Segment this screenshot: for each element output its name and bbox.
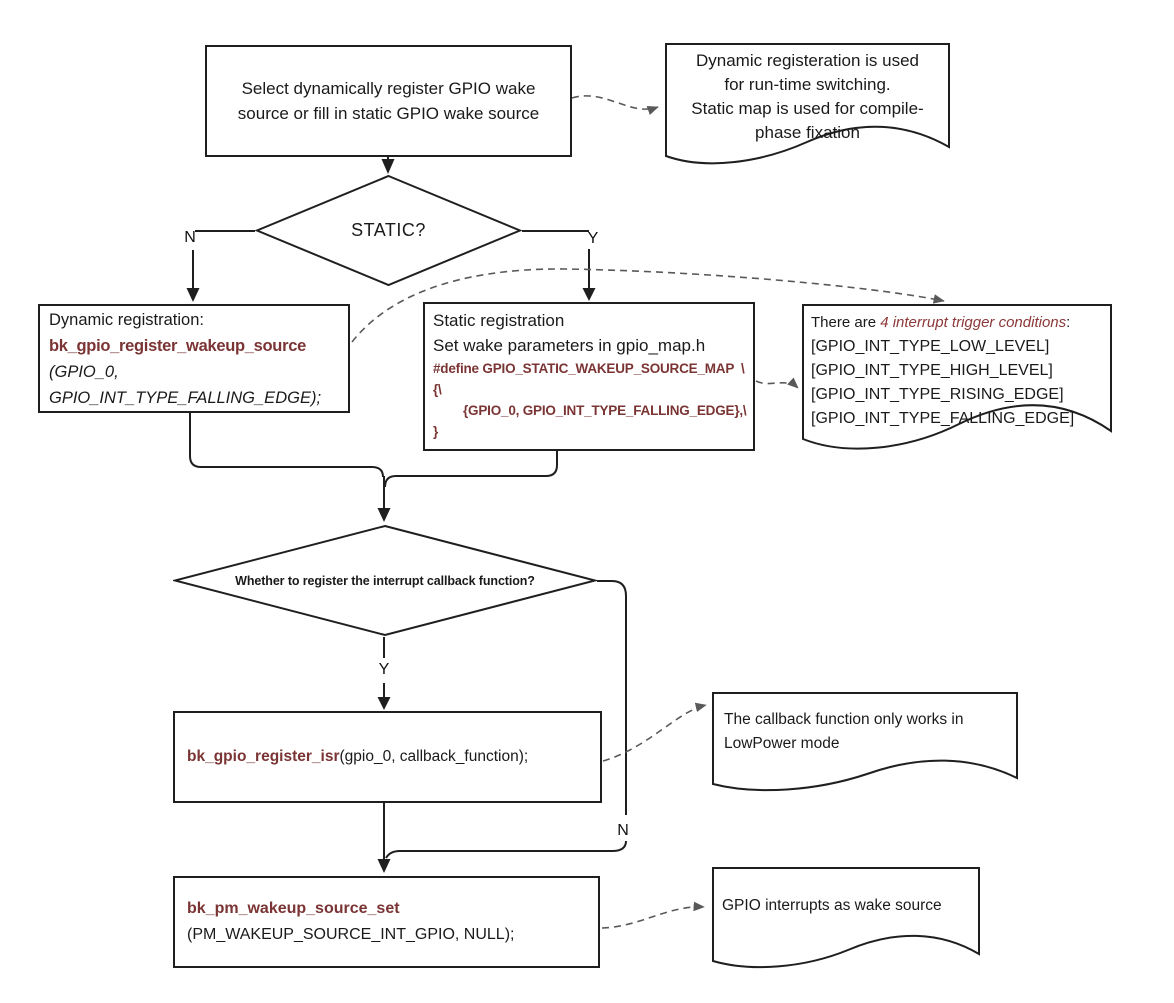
pm-args: (PM_WAKEUP_SOURCE_INT_GPIO, NULL); bbox=[187, 926, 515, 943]
isr-function: bk_gpio_register_isr bbox=[187, 748, 340, 765]
solid-flow-lines bbox=[189, 157, 627, 859]
decision-static-label: STATIC? bbox=[351, 220, 426, 240]
trigger-emphasis: 4 interrupt trigger conditions bbox=[880, 314, 1067, 331]
static-box-title: Static registration bbox=[433, 311, 565, 330]
note-trigger-text: There are 4 interrupt trigger conditions… bbox=[811, 311, 1112, 431]
static-box-code-line: {\ bbox=[433, 382, 442, 397]
dynamic-box-arg1: (GPIO_0, bbox=[49, 362, 119, 381]
static-registration-box: Static registration Set wake parameters … bbox=[423, 302, 755, 451]
pm-function: bk_pm_wakeup_source_set bbox=[187, 900, 400, 917]
dynamic-box-title: Dynamic registration: bbox=[49, 310, 204, 329]
trigger-item: [GPIO_INT_TYPE_FALLING_EDGE] bbox=[811, 410, 1075, 427]
trigger-item: [GPIO_INT_TYPE_HIGH_LEVEL] bbox=[811, 362, 1053, 379]
trigger-item: [GPIO_INT_TYPE_RISING_EDGE] bbox=[811, 386, 1064, 403]
decision-callback: Whether to register the interrupt callba… bbox=[173, 524, 597, 637]
document-shape bbox=[712, 692, 1018, 792]
decision-callback-label: Whether to register the interrupt callba… bbox=[235, 573, 535, 588]
note-wake-text: GPIO interrupts as wake source bbox=[722, 897, 942, 914]
isr-args: (gpio_0, callback_function); bbox=[339, 748, 529, 765]
note-callback-text: The callback function only works in LowP… bbox=[724, 711, 964, 752]
note-trigger-conditions: There are 4 interrupt trigger conditions… bbox=[802, 304, 1112, 469]
decision-static: STATIC? bbox=[255, 174, 522, 287]
solid-arrowheads bbox=[186, 159, 596, 873]
note-line: Dynamic registeration is used bbox=[696, 51, 919, 70]
document-shape bbox=[802, 304, 1112, 450]
note-line: Static map is used for compile- bbox=[691, 99, 924, 118]
edge-label-callback-no: N bbox=[617, 822, 629, 839]
edge-label-static-no: N bbox=[184, 229, 196, 246]
note-wake-source: GPIO interrupts as wake source bbox=[712, 867, 980, 980]
trigger-prefix: There are bbox=[811, 314, 881, 331]
document-shape bbox=[665, 43, 950, 165]
note-callback-lowpower: The callback function only works in LowP… bbox=[712, 692, 1018, 804]
trigger-suffix: : bbox=[1066, 314, 1071, 331]
dynamic-box-function: bk_gpio_register_wakeup_source bbox=[49, 336, 306, 355]
register-isr-box: bk_gpio_register_isr(gpio_0, callback_fu… bbox=[173, 711, 602, 803]
note-line: for run-time switching. bbox=[724, 75, 891, 94]
static-box-code-line: } bbox=[433, 424, 439, 439]
trigger-item: [GPIO_INT_TYPE_LOW_LEVEL] bbox=[811, 338, 1050, 355]
dynamic-registration-box: Dynamic registration: bk_gpio_register_w… bbox=[38, 304, 350, 413]
static-box-subtitle: Set wake parameters in gpio_map.h bbox=[433, 336, 706, 355]
static-box-code-line: #define GPIO_STATIC_WAKEUP_SOURCE_MAP \ bbox=[433, 361, 745, 376]
dashed-note-links bbox=[351, 95, 945, 929]
document-shape bbox=[712, 867, 980, 969]
isr-box-text: bk_gpio_register_isr(gpio_0, callback_fu… bbox=[187, 748, 528, 766]
pm-wakeup-box: bk_pm_wakeup_source_set (PM_WAKEUP_SOURC… bbox=[173, 876, 600, 968]
start-box: Select dynamically register GPIO wake so… bbox=[205, 45, 572, 157]
edge-label-static-yes: Y bbox=[587, 230, 599, 247]
note-dynamic-vs-static-text: Dynamic registeration is used for run-ti… bbox=[665, 49, 950, 145]
start-box-text: Select dynamically register GPIO wake so… bbox=[237, 79, 540, 123]
note-line: phase fixation bbox=[755, 123, 860, 142]
edge-label-callback-yes: Y bbox=[378, 661, 390, 678]
static-box-code-line: {GPIO_0, GPIO_INT_TYPE_FALLING_EDGE},\ bbox=[463, 403, 747, 418]
note-dynamic-vs-static: Dynamic registeration is used for run-ti… bbox=[665, 43, 950, 177]
note-trigger-headline: There are 4 interrupt trigger conditions… bbox=[811, 311, 1112, 335]
dynamic-box-arg2: GPIO_INT_TYPE_FALLING_EDGE); bbox=[49, 388, 322, 407]
